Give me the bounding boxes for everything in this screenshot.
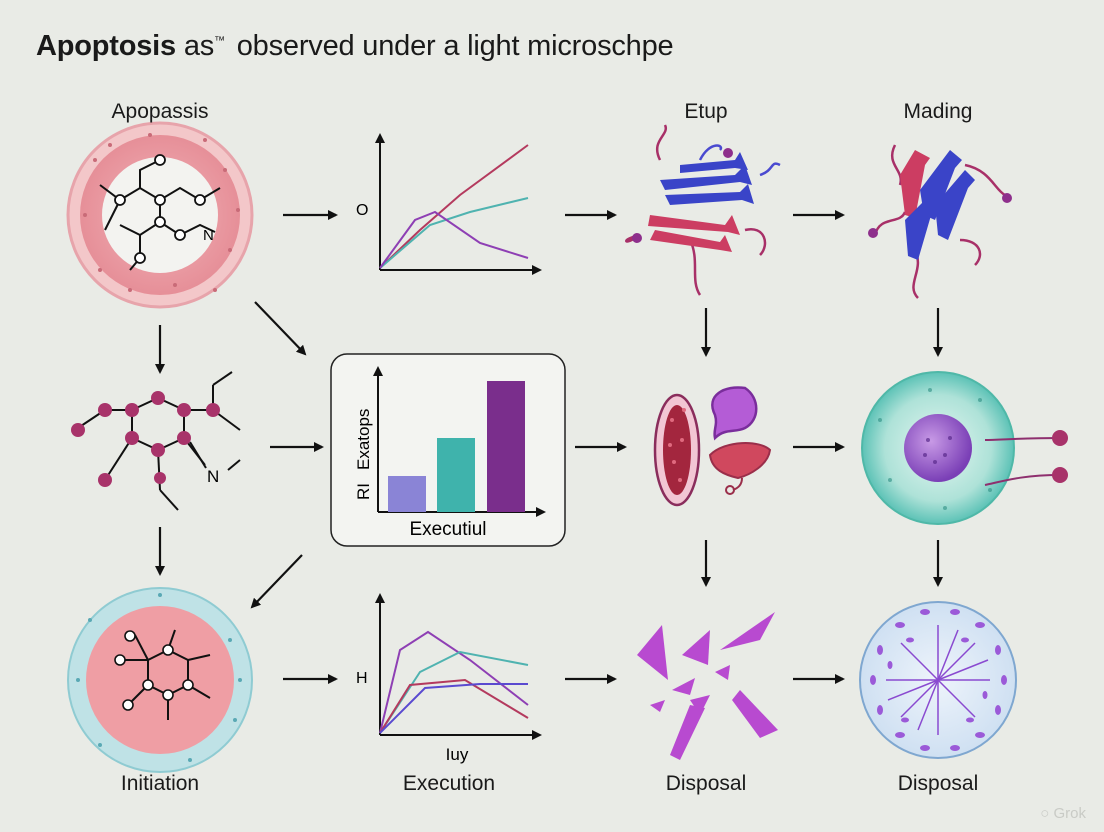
top-chart-ylabel: O (356, 202, 368, 219)
watermark-text: Grok (1053, 805, 1086, 822)
bar-3 (487, 381, 525, 512)
flow-arrows (155, 210, 943, 684)
page-title: Apoptosis as™ observed under a light mic… (36, 30, 674, 63)
watermark: ○ Grok (1040, 805, 1086, 822)
center-chart-ylabel-2: Exatops (354, 409, 373, 470)
label-top-right: Mading (903, 100, 973, 123)
label-top-center-right: Etup (684, 100, 728, 123)
teal-cell (861, 371, 1068, 525)
top-series-1 (379, 144, 529, 269)
center-chart-ylabel-1: RI (354, 483, 373, 500)
label-bottom-center-right: Disposal (665, 772, 747, 795)
bottom-series-2 (379, 650, 529, 734)
cell-shards (637, 612, 778, 760)
label-top-left: Apopassis (111, 100, 209, 123)
title-sup: ™ (214, 35, 225, 48)
molecule-n-top: N (203, 227, 214, 244)
label-bottom-right: Disposal (897, 772, 979, 795)
protein-etup (625, 124, 781, 296)
bottom-left-cell (67, 587, 253, 773)
label-bottom-left: Initiation (120, 772, 200, 795)
bottom-line-chart: H Iuy (356, 593, 542, 764)
label-bottom-center-left: Execution (402, 772, 496, 795)
title-mid: as (183, 30, 215, 62)
molecule-n-middle: N (207, 467, 219, 486)
bottom-series-3 (379, 678, 529, 734)
bottom-series-4 (379, 683, 528, 734)
center-chart-xlabel: Executiul (409, 519, 486, 540)
watermark-icon: ○ (1040, 805, 1050, 822)
title-bold: Apoptosis (36, 30, 176, 62)
bar-1 (388, 476, 426, 512)
center-bar-chart: RI Exatops Executiul (330, 353, 566, 547)
disposal-cell (859, 601, 1017, 759)
fragmented-cells (653, 386, 772, 507)
middle-left-molecule: N (71, 371, 241, 511)
title-rest: observed under a light microschpe (236, 30, 674, 62)
top-series-3 (379, 210, 529, 269)
top-series-2 (379, 197, 529, 269)
bar-2 (437, 438, 475, 512)
top-line-chart: O (356, 133, 542, 275)
bottom-series-1 (379, 630, 529, 734)
bottom-chart-ylabel: H (356, 670, 368, 687)
bottom-chart-xlabel: Iuy (446, 745, 469, 764)
top-left-cell: N (66, 121, 254, 309)
protein-mading (868, 144, 1012, 299)
